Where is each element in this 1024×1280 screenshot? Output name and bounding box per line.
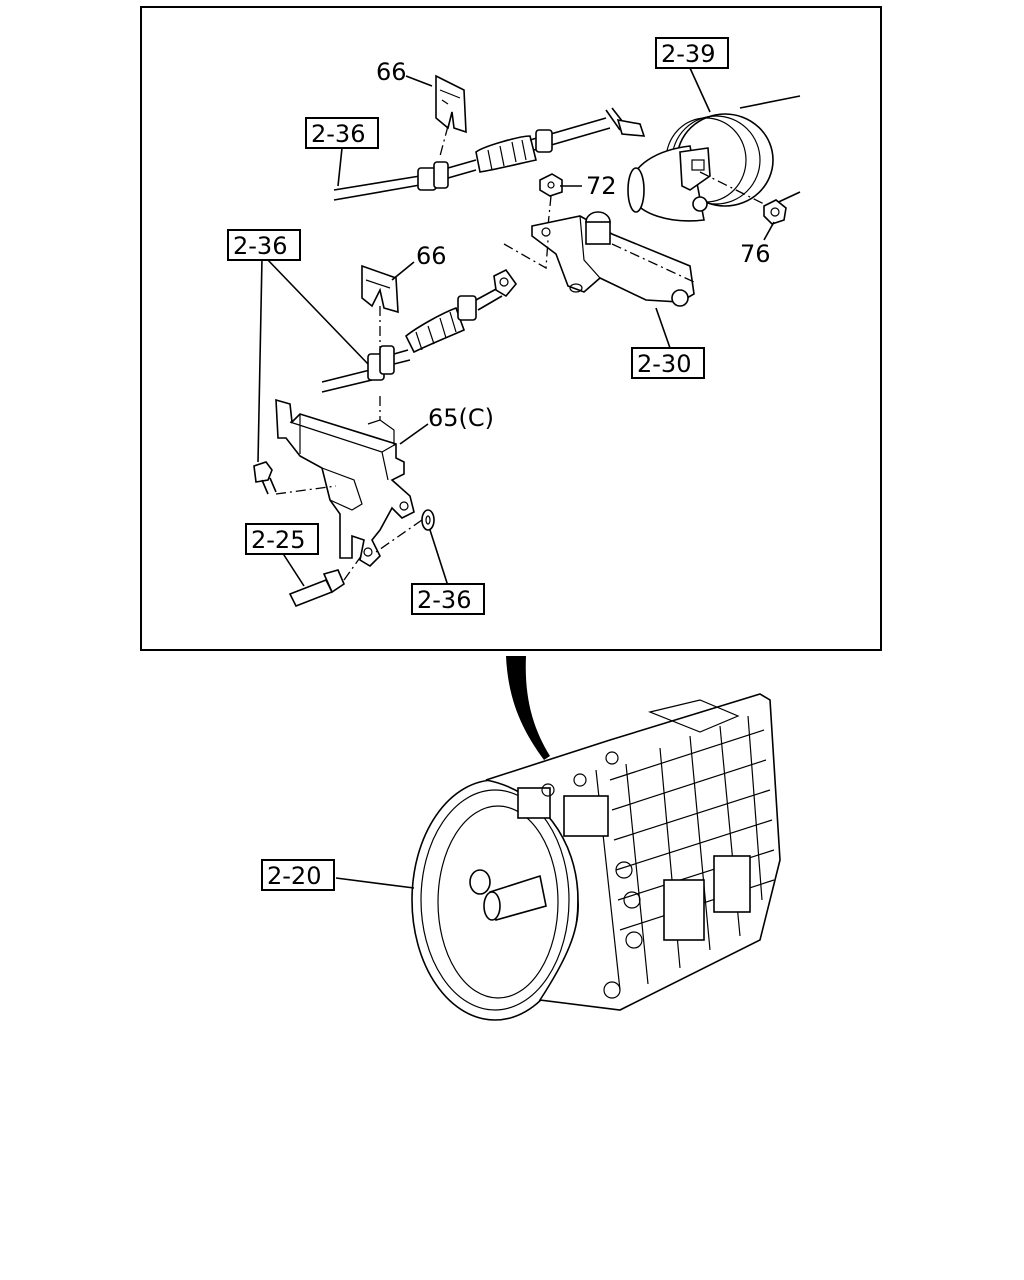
upper-shift-cable bbox=[333, 107, 646, 201]
lever-bracket bbox=[503, 211, 695, 307]
callout-label: 66 bbox=[416, 242, 447, 270]
bracket-65c bbox=[275, 398, 415, 568]
washer-2-36 bbox=[375, 509, 435, 553]
nut-72 bbox=[539, 173, 563, 227]
callout-label: 2-36 bbox=[417, 586, 471, 614]
callout-label: 66 bbox=[376, 58, 407, 86]
callout-66-middle: 66 bbox=[416, 242, 447, 270]
callout-label: 2-36 bbox=[233, 232, 287, 260]
callout-76: 76 bbox=[740, 240, 771, 268]
leader-lines bbox=[257, 67, 775, 889]
callout-label: 2-36 bbox=[311, 120, 365, 148]
inset-frame bbox=[140, 6, 882, 651]
callout-label: 65(C) bbox=[428, 404, 494, 432]
callout-2-36-bottom: 2-36 bbox=[411, 583, 485, 615]
callout-label: 72 bbox=[586, 172, 617, 200]
pointer-arrow bbox=[506, 656, 550, 760]
callout-2-30: 2-30 bbox=[631, 347, 705, 379]
clip-66-lower bbox=[361, 264, 399, 420]
callout-2-25: 2-25 bbox=[245, 523, 319, 555]
callout-72: 72 bbox=[586, 172, 617, 200]
callout-66-top: 66 bbox=[376, 58, 407, 86]
callout-label: 2-20 bbox=[267, 862, 321, 890]
bolt-2-25 bbox=[288, 551, 365, 608]
callout-2-20: 2-20 bbox=[261, 859, 335, 891]
bolt-left bbox=[253, 461, 337, 495]
transmission-assembly bbox=[411, 656, 781, 1021]
callout-2-36-left: 2-36 bbox=[227, 229, 301, 261]
callout-2-39: 2-39 bbox=[655, 37, 729, 69]
callout-label: 2-39 bbox=[661, 40, 715, 68]
cylinder-assembly bbox=[627, 95, 801, 222]
callout-2-36-top: 2-36 bbox=[305, 117, 379, 149]
lower-shift-cable bbox=[321, 268, 518, 393]
nut-76 bbox=[763, 199, 787, 225]
clip-66-upper bbox=[435, 74, 467, 157]
callout-label: 2-25 bbox=[251, 526, 305, 554]
callout-label: 2-30 bbox=[637, 350, 691, 378]
callout-65c: 65(C) bbox=[428, 404, 494, 432]
callout-label: 76 bbox=[740, 240, 771, 268]
